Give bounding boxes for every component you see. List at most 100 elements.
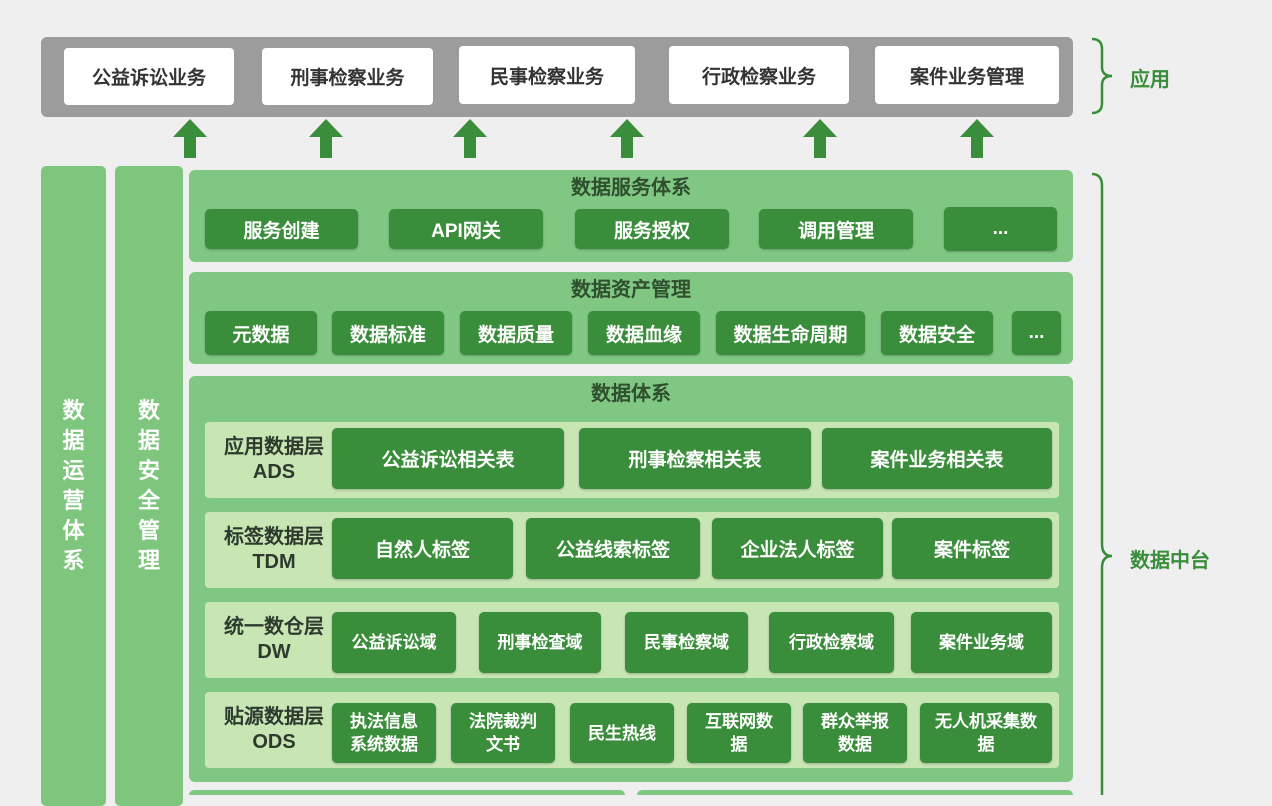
ods-item-law-enforcement[interactable]: 执法信息系统数据 (332, 703, 436, 763)
tdm-item-natural-person[interactable]: 自然人标签 (332, 518, 513, 579)
data-operation-label: 数据运营体系 (62, 398, 85, 573)
data-asset-title: 数据资产管理 (571, 278, 691, 301)
tdm-item-case[interactable]: 案件标签 (892, 518, 1052, 579)
app-item-label: 案件业务管理 (909, 66, 1024, 88)
ods-item-label: 执法信息系统数据 (350, 712, 418, 754)
ads-item-label: 案件业务相关表 (870, 450, 1004, 471)
ods-item-label: 法院裁判文书 (469, 712, 537, 754)
asset-item-quality[interactable]: 数据质量 (460, 311, 572, 355)
bottom-section-left (189, 790, 625, 795)
service-item-api-gateway[interactable]: API网关 (389, 209, 543, 249)
service-item-label: 服务创建 (243, 220, 320, 242)
data-service-title: 数据服务体系 (571, 176, 691, 199)
ods-item-internet[interactable]: 互联网数据 (687, 703, 791, 763)
service-item-label: API网关 (431, 220, 501, 242)
app-item-label: 公益诉讼业务 (91, 68, 206, 89)
dw-item-label: 刑事检查域 (497, 633, 583, 652)
ods-item-drone[interactable]: 无人机采集数据 (920, 703, 1052, 763)
ods-item-label: 无人机采集数据 (935, 712, 1037, 754)
app-item-criminal[interactable]: 刑事检察业务 (262, 48, 433, 105)
asset-item-security[interactable]: 数据安全 (881, 311, 993, 355)
app-item-label: 行政检察业务 (701, 66, 816, 88)
data-system-title: 数据体系 (591, 382, 671, 405)
service-item-more[interactable]: ... (944, 207, 1057, 251)
app-item-public-litigation[interactable]: 公益诉讼业务 (64, 48, 234, 105)
app-item-label: 刑事检察业务 (290, 68, 405, 89)
application-brace (1091, 37, 1113, 115)
asset-item-label: 数据血缘 (605, 324, 682, 346)
bottom-section-right (637, 790, 1073, 795)
dw-item-public-litigation[interactable]: 公益诉讼域 (332, 612, 456, 673)
ads-item-case[interactable]: 案件业务相关表 (822, 428, 1052, 489)
ads-item-criminal[interactable]: 刑事检察相关表 (579, 428, 811, 489)
layer-name: 标签数据层 (224, 526, 324, 548)
up-arrow-icon (308, 117, 344, 159)
asset-item-lifecycle[interactable]: 数据生命周期 (716, 311, 865, 355)
ods-item-hotline[interactable]: 民生热线 (570, 703, 674, 763)
layer-code: DW (257, 641, 291, 663)
ods-item-label: 民生热线 (588, 723, 656, 743)
layer-name: 贴源数据层 (224, 706, 324, 728)
asset-item-label: 数据安全 (898, 324, 975, 346)
asset-item-label: 数据标准 (349, 324, 426, 346)
service-item-label: 服务授权 (613, 220, 690, 242)
up-arrow-icon (802, 117, 838, 159)
application-label: 应用 (1130, 69, 1170, 91)
asset-item-label: ... (1028, 322, 1045, 343)
data-operation-bar: 数据运营体系 (41, 166, 106, 806)
app-item-case-management[interactable]: 案件业务管理 (875, 46, 1059, 104)
tdm-item-label: 自然人标签 (374, 540, 470, 561)
up-arrow-icon (172, 117, 208, 159)
layer-tdm-label: 标签数据层 TDM (213, 512, 335, 588)
dw-item-civil[interactable]: 民事检察域 (625, 612, 748, 673)
layer-dw-label: 统一数仓层 DW (213, 602, 335, 678)
tdm-item-legal-person[interactable]: 企业法人标签 (712, 518, 883, 579)
tdm-item-label: 公益线索标签 (555, 540, 670, 561)
dw-item-label: 行政检察域 (789, 633, 874, 652)
layer-ods-label: 贴源数据层 ODS (213, 692, 335, 768)
tdm-item-label: 企业法人标签 (740, 540, 855, 561)
ods-item-label: 群众举报数据 (821, 712, 889, 754)
layer-ads-label: 应用数据层 ADS (213, 422, 335, 498)
dw-item-label: 公益诉讼域 (351, 633, 437, 652)
service-item-call-management[interactable]: 调用管理 (759, 209, 913, 249)
tdm-item-public-clue[interactable]: 公益线索标签 (526, 518, 700, 579)
ads-item-public-litigation[interactable]: 公益诉讼相关表 (332, 428, 564, 489)
dw-item-label: 民事检察域 (644, 633, 729, 652)
asset-item-lineage[interactable]: 数据血缘 (588, 311, 700, 355)
ods-item-court-judgment[interactable]: 法院裁判文书 (451, 703, 555, 763)
asset-item-more[interactable]: ... (1012, 311, 1061, 355)
dw-item-label: 案件业务域 (939, 633, 1024, 652)
layer-name: 统一数仓层 (224, 616, 324, 638)
middle-platform-label: 数据中台 (1130, 550, 1210, 572)
ads-item-label: 公益诉讼相关表 (381, 450, 515, 471)
service-item-label: ... (992, 218, 1009, 239)
data-security-label: 数据安全管理 (137, 398, 160, 573)
asset-item-label: 数据质量 (477, 324, 554, 346)
middle-platform-brace (1091, 172, 1113, 795)
tdm-item-label: 案件标签 (933, 540, 1010, 561)
ods-item-public-report[interactable]: 群众举报数据 (803, 703, 907, 763)
layer-name: 应用数据层 (224, 436, 324, 458)
asset-item-label: 数据生命周期 (733, 324, 848, 346)
ads-item-label: 刑事检察相关表 (628, 450, 762, 471)
app-item-administrative[interactable]: 行政检察业务 (669, 46, 849, 104)
dw-item-case[interactable]: 案件业务域 (911, 612, 1052, 673)
up-arrow-icon (959, 117, 995, 159)
up-arrow-icon (609, 117, 645, 159)
asset-item-metadata[interactable]: 元数据 (205, 311, 317, 355)
dw-item-criminal[interactable]: 刑事检查域 (479, 612, 601, 673)
layer-code: ADS (252, 461, 296, 483)
service-item-label: 调用管理 (797, 220, 874, 242)
dw-item-administrative[interactable]: 行政检察域 (769, 612, 894, 673)
layer-code: TDM (252, 551, 296, 573)
asset-item-standard[interactable]: 数据标准 (332, 311, 444, 355)
up-arrow-icon (452, 117, 488, 159)
app-item-label: 民事检察业务 (489, 66, 604, 88)
app-item-civil[interactable]: 民事检察业务 (459, 46, 635, 104)
service-item-create[interactable]: 服务创建 (205, 209, 358, 249)
asset-item-label: 元数据 (232, 324, 290, 346)
ods-item-label: 互联网数据 (705, 712, 773, 754)
data-security-bar: 数据安全管理 (115, 166, 183, 806)
service-item-authorization[interactable]: 服务授权 (575, 209, 729, 249)
